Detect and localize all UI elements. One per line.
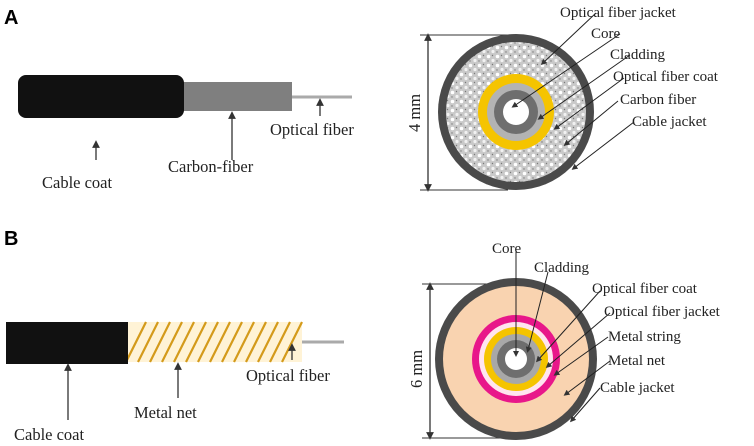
label-optical-fiber-coat-b: Optical fiber coat (592, 281, 698, 297)
panel-a-side-view: Cable coat Carbon-fiber Optical fiber (18, 75, 354, 192)
label-core-b: Core (492, 241, 522, 257)
panel-a-leader-lines (511, 12, 635, 170)
label-optical-fiber-jacket-a: Optical fiber jacket (560, 5, 677, 21)
label-cable-coat: Cable coat (42, 173, 113, 192)
panel-b-side-view: Cable coat Metal net Optical fiber (6, 321, 344, 444)
label-cladding-a: Cladding (610, 47, 665, 63)
label-optical-fiber-b: Optical fiber (246, 366, 330, 385)
panel-a: A Cable coat Carbon-fiber Optical fiber … (4, 5, 719, 192)
dimension-label-a: 4 mm (405, 94, 424, 132)
label-metal-net-b: Metal net (608, 353, 666, 369)
label-carbon-fiber: Carbon-fiber (168, 157, 254, 176)
label-metal-string-b: Metal string (608, 329, 681, 345)
panel-b-leader-lines (513, 252, 611, 423)
label-carbon-fiber-a: Carbon fiber (620, 92, 696, 108)
panel-b: B (4, 228, 721, 444)
label-core-a: Core (591, 26, 621, 42)
cable-coat-segment-b (6, 322, 128, 364)
panel-b-letter: B (4, 228, 18, 250)
label-cable-jacket-a: Cable jacket (632, 114, 707, 130)
dimension-label-b: 6 mm (407, 350, 426, 388)
core-circle-b (505, 348, 527, 370)
label-cladding-b: Cladding (534, 260, 589, 276)
cable-coat-segment (18, 75, 184, 118)
metal-net-hatching (125, 321, 303, 363)
panel-a-cross-section: 4 mm Optical fiber jacket Core Cladding … (405, 5, 719, 192)
panel-b-cross-section: 6 mm Core Cladding Optical fiber coat Op… (407, 241, 721, 440)
panel-a-letter: A (4, 7, 18, 29)
label-metal-net-b: Metal net (134, 403, 197, 422)
label-cable-jacket-b: Cable jacket (600, 380, 675, 396)
label-cable-coat-b: Cable coat (14, 425, 85, 444)
label-optical-fiber-jacket-b: Optical fiber jacket (604, 304, 721, 320)
core-circle (503, 99, 529, 125)
carbon-fiber-layer (180, 82, 292, 111)
label-optical-fiber-coat-a: Optical fiber coat (613, 69, 719, 85)
label-optical-fiber: Optical fiber (270, 120, 354, 139)
